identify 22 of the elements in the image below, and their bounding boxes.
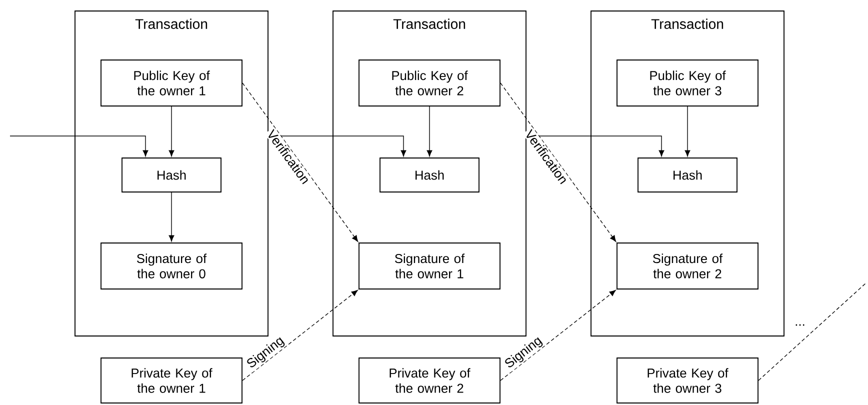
process-box: Private Key of the owner 2 [358,358,500,404]
arrow [168,106,174,157]
process-box: Private Key of the owner 3 [616,358,758,404]
process-box: Signature of the owner 1 [358,242,500,290]
arrow [426,106,432,157]
arrow [500,82,616,242]
arrow [500,290,616,381]
process-box: Public Key of the owner 2 [358,60,500,106]
process-box: Signature of the owner 2 [616,242,758,290]
ellipsis-label: ... [796,324,804,326]
process-box: Hash [122,158,222,192]
process-box: Public Key of the owner 3 [616,60,758,106]
arrow [684,106,690,157]
process-box: Public Key of the owner 1 [100,60,242,106]
arrow [10,136,148,157]
process-box: Hash [638,158,738,192]
arrow [242,290,358,381]
process-box: Hash [380,158,480,192]
arrow [242,82,358,242]
arrow [168,192,174,242]
process-box: Private Key of the owner 1 [100,358,242,404]
process-box: Signature of the owner 0 [100,242,242,290]
